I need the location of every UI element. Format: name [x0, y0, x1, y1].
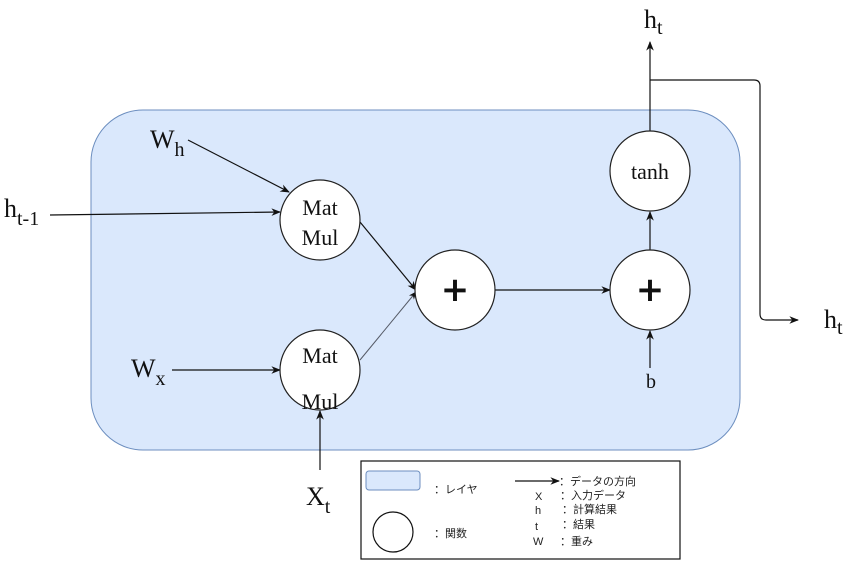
- label-x-t: Xt: [306, 482, 331, 518]
- legend-desc-x: ：入力データ: [560, 488, 626, 502]
- label-h-t-top-base: h: [644, 5, 657, 34]
- label-h-t-top-sub: t: [657, 17, 663, 39]
- legend-key-h: h: [535, 505, 541, 517]
- matmul-top-line1: Mat: [302, 195, 337, 220]
- tanh-label: tanh: [631, 159, 669, 184]
- matmul-bottom-line2: Mul: [302, 389, 339, 414]
- matmul-bottom-node: [279, 329, 361, 411]
- label-h-prev: ht-1: [4, 194, 39, 230]
- label-h-t-right-sub: t: [837, 317, 843, 339]
- legend-key-x: X: [535, 491, 543, 503]
- label-h-t-top: ht: [644, 5, 663, 39]
- legend-frame: [360, 460, 681, 560]
- label-h-prev-base: h: [4, 194, 17, 223]
- legend-desc-w: ：重み: [560, 534, 593, 548]
- add-node-1: [414, 249, 496, 331]
- label-w-x: Wx: [131, 354, 166, 390]
- legend-desc-h: ：計算結果: [562, 502, 617, 516]
- legend-function-label: ：関数: [434, 527, 467, 540]
- matmul-top-node: [279, 179, 361, 261]
- edge-wh-to-matmul-top: [187, 139, 290, 193]
- legend-key-t: t: [535, 521, 538, 533]
- label-bias: b: [646, 371, 656, 393]
- edge-hprev-to-matmul-top: [49, 208, 281, 216]
- legend-desc-t: ：結果: [562, 517, 595, 531]
- edge-branch-to-ht-right: [650, 79, 799, 324]
- label-w-x-base: W: [131, 354, 156, 383]
- legend: ：レイヤ ：関数 ：データの方向 X ：入力データ h ：計算結果 t ：結果 …: [360, 460, 681, 560]
- tanh-node: [609, 130, 691, 212]
- label-x-t-sub: t: [325, 496, 331, 518]
- label-h-t-right: ht: [824, 305, 843, 339]
- legend-function-swatch: [372, 511, 414, 553]
- label-w-x-sub: x: [156, 368, 166, 390]
- label-w-h: Wh: [150, 125, 185, 161]
- layer-box: [90, 109, 741, 451]
- label-x-t-base: X: [306, 482, 325, 511]
- add-node-1-symbol: +: [441, 270, 470, 310]
- legend-layer-label: ：レイヤ: [434, 484, 478, 496]
- legend-layer-swatch: [365, 470, 421, 491]
- label-h-t-right-base: h: [824, 305, 837, 334]
- edge-matmul-bottom-to-add1: [359, 291, 417, 361]
- label-w-h-base: W: [150, 125, 175, 154]
- label-h-prev-sub: t-1: [17, 208, 39, 230]
- edge-matmul-top-to-add1: [359, 221, 417, 291]
- legend-arrow-label: ：データの方向: [559, 474, 636, 488]
- matmul-bottom-line1: Mat: [302, 343, 337, 368]
- add-node-2-symbol: +: [636, 270, 665, 310]
- matmul-top-line2: Mul: [302, 225, 339, 250]
- add-node-2: [609, 249, 691, 331]
- legend-key-w: W: [533, 536, 544, 548]
- label-w-h-sub: h: [175, 139, 185, 161]
